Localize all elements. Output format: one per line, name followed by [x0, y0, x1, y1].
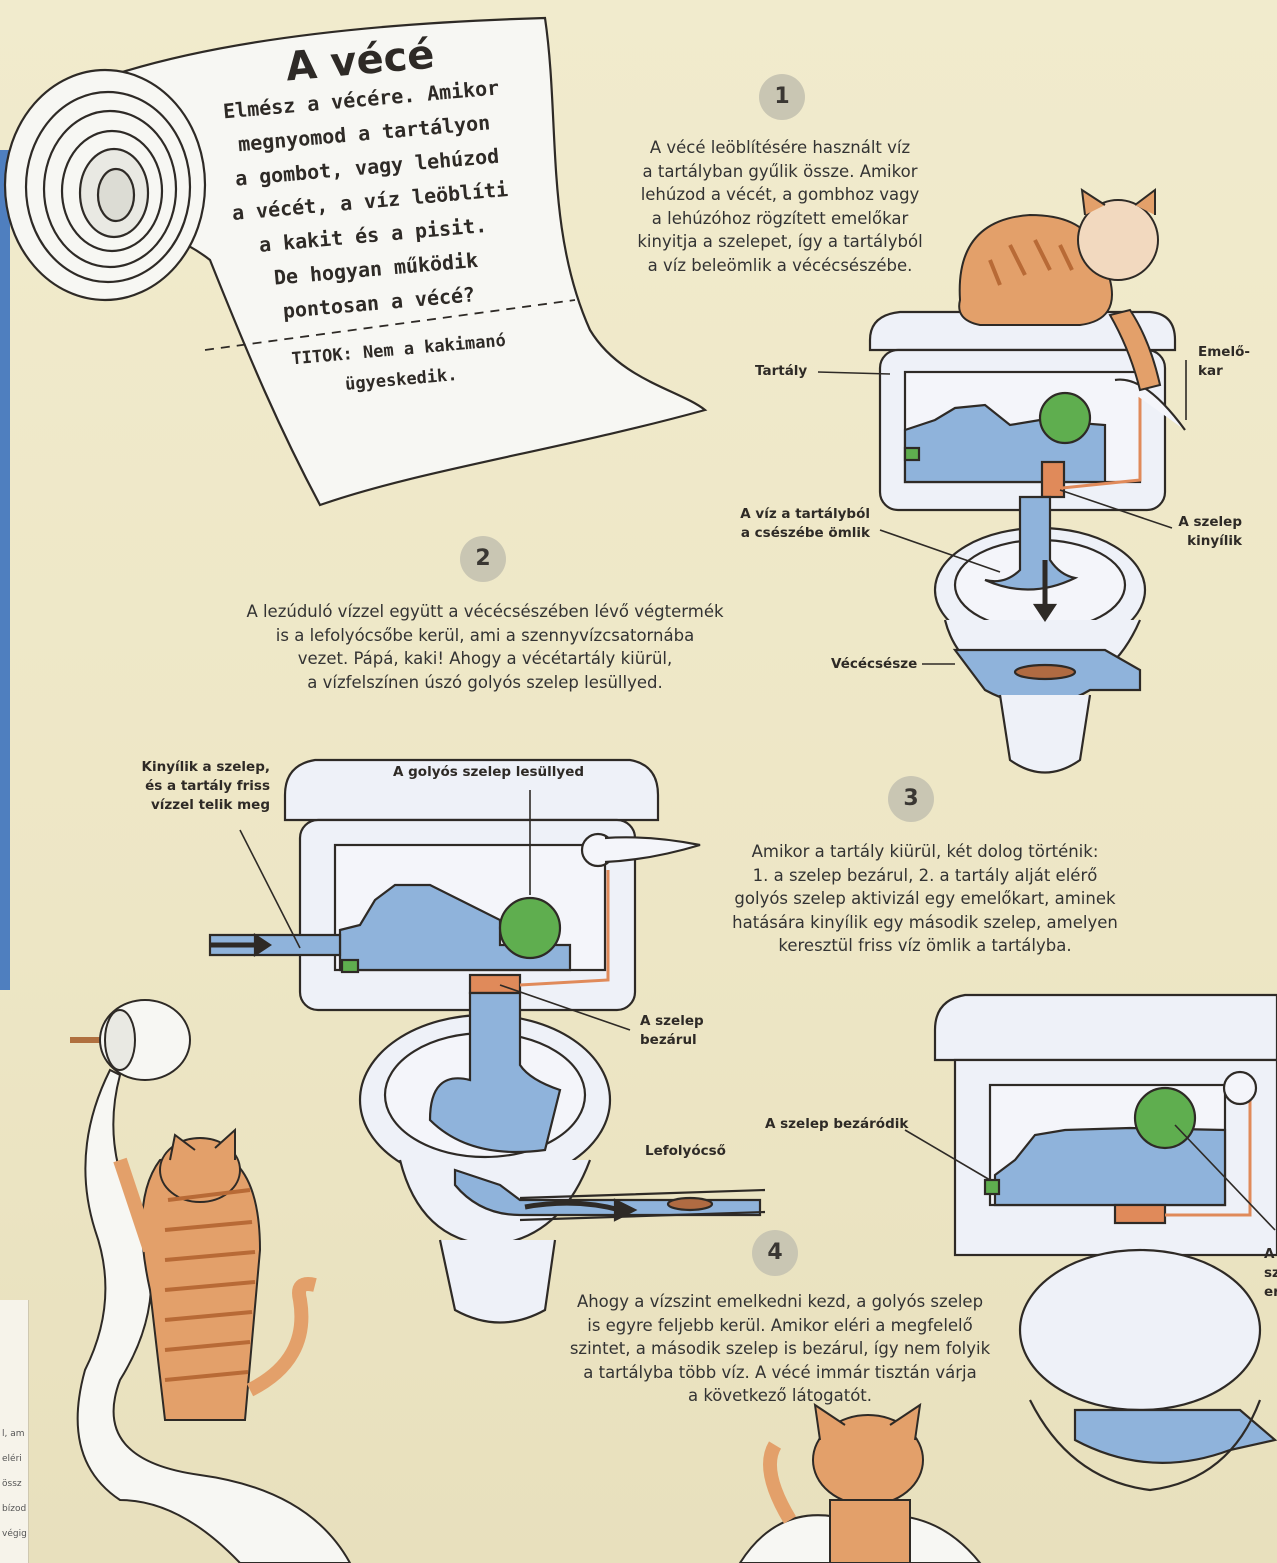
- label-lever-line: kar: [1198, 363, 1223, 379]
- intro-text: Elmész a vécére. Amikor megnyomod a tart…: [195, 68, 544, 334]
- label-valve-closes: A szelep bezárul: [640, 1012, 704, 1050]
- step-3-line: keresztül friss víz ömlik a tartályba.: [778, 936, 1072, 955]
- cat-peeking-illustration: [738, 1402, 982, 1563]
- edge-text-3: össz: [2, 1479, 22, 1489]
- step-3-line: hatására kinyílik egy második szelep, am…: [732, 912, 1118, 932]
- step-1-line: lehúzod a vécét, a gombhoz vagy: [640, 185, 920, 204]
- step-3-line: Amikor a tartály kiürül, két dolog törté…: [751, 842, 1099, 861]
- cat-on-tank-illustration: [958, 187, 1162, 392]
- label-valve-opens-line: A szelep: [1178, 514, 1242, 530]
- step-2-line: is a lefolyócsőbe kerül, ami a szennyvíz…: [275, 625, 695, 645]
- label-water-flows-line: A víz a tartályból: [740, 506, 870, 522]
- step-1-line: a lehúzóhoz rögzített emelőkar: [651, 208, 909, 228]
- step-4-badge: 4: [752, 1230, 798, 1276]
- label-refill-line: Kinyílik a szelep,: [141, 759, 271, 775]
- step-3-line: 1. a szelep bezárul, 2. a tartály alját …: [752, 865, 1098, 885]
- step-2-badge: 2: [460, 536, 506, 582]
- label-cut-right: A sz er: [1264, 1245, 1277, 1302]
- label-water-flows-line: a csészébe ömlik: [740, 525, 870, 541]
- step-1-line: kinyitja a szelepet, így a tartályból: [637, 232, 923, 251]
- step-4-line: szintet, a második szelep is bezárul, íg…: [569, 1339, 991, 1358]
- edge-text-1: l, am: [2, 1429, 25, 1439]
- step-1-line: A vécé leöblítésére használt víz: [649, 138, 911, 157]
- toilet-diagram-1: [868, 310, 1186, 774]
- label-valve-closes-line: bezárul: [640, 1032, 697, 1048]
- label-valve-closes-line: A szelep: [640, 1013, 704, 1029]
- label-valve-opens-line: kinyílik: [1187, 533, 1242, 549]
- edge-text-2: eléri: [2, 1454, 22, 1464]
- left-page-corner: [0, 1300, 29, 1563]
- label-lever-line: Emelő-: [1198, 344, 1250, 360]
- label-valve-closing: A szelep bezáródik: [765, 1116, 909, 1132]
- edge-text-4: bízod: [2, 1504, 27, 1514]
- cat-with-toilet-paper-illustration: [70, 999, 352, 1563]
- step-3-text: Amikor a tartály kiürül, két dolog törté…: [710, 840, 1140, 958]
- label-refill-line: és a tartály friss: [145, 778, 270, 794]
- step-2-line: a vízfelszínen úszó golyós szelep lesüll…: [307, 672, 663, 692]
- step-1-badge: 1: [759, 74, 805, 120]
- step-4-line: a következő látogatót.: [687, 1386, 873, 1405]
- label-lever: Emelő- kar: [1198, 343, 1250, 381]
- label-ball-sinks: A golyós szelep lesüllyed: [393, 764, 585, 780]
- label-tank: Tartály: [755, 363, 808, 379]
- step-4-line: is egyre feljebb kerül. Amikor eléri a m…: [587, 1315, 973, 1335]
- label-refill: Kinyílik a szelep, és a tartály friss ví…: [112, 758, 271, 815]
- step-4-line: Ahogy a vízszint emelkedni kezd, a golyó…: [576, 1292, 984, 1311]
- callout-lines: [239, 360, 1276, 1231]
- toilet-diagram-2: [208, 758, 766, 1324]
- label-refill-line: vízzel telik meg: [150, 797, 270, 813]
- step-1-line: a tartályban gyűlik össze. Amikor: [642, 161, 918, 181]
- step-4-text: Ahogy a vízszint emelkedni kezd, a golyó…: [550, 1290, 1010, 1408]
- label-cut-right-line: er: [1264, 1284, 1277, 1300]
- step-3-badge: 3: [888, 776, 934, 822]
- step-2-line: A lezúduló vízzel együtt a vécécsészében…: [246, 602, 724, 621]
- toilet-diagram-3: [933, 993, 1277, 1492]
- edge-text-5: végig: [2, 1529, 27, 1539]
- label-drain: Lefolyócső: [645, 1143, 726, 1159]
- label-cut-right-line: sz: [1264, 1265, 1277, 1281]
- step-2-text: A lezúduló vízzel együtt a vécécsészében…: [215, 600, 755, 694]
- label-water-flows: A víz a tartályból a csészébe ömlik: [730, 505, 870, 543]
- left-page-edge: [0, 150, 10, 990]
- label-valve-opens: A szelep kinyílik: [1170, 513, 1242, 551]
- step-1-line: a víz beleömlik a vécécsészébe.: [647, 255, 913, 275]
- label-bowl: Vécécsésze: [831, 656, 918, 672]
- step-3-line: golyós szelep aktivizál egy emelőkart, a…: [734, 889, 1116, 908]
- label-cut-right-line: A: [1264, 1246, 1275, 1262]
- step-1-text: A vécé leöblítésére használt víz a tartá…: [600, 136, 960, 277]
- step-4-line: a tartályba több víz. A vécé immár tiszt…: [583, 1362, 977, 1382]
- step-2-line: vezet. Pápá, kaki! Ahogy a vécétartály k…: [297, 649, 673, 668]
- toilet-paper-roll-illustration: [3, 16, 708, 507]
